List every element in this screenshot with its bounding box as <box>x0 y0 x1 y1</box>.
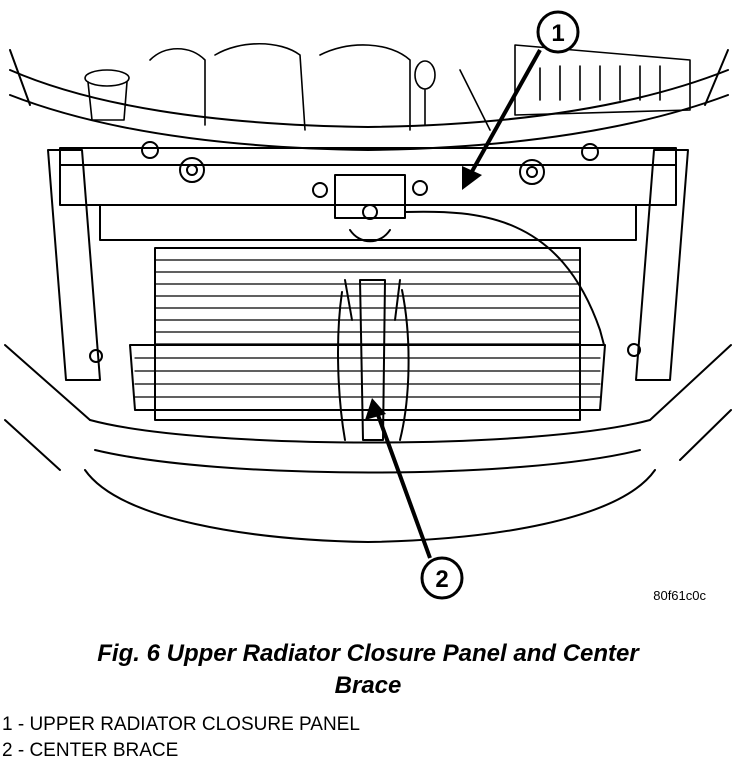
line-drawing-figure: 1 2 80f61c0c <box>4 10 732 603</box>
arrowhead-icon <box>365 398 386 420</box>
figure-code: 80f61c0c <box>653 588 706 603</box>
lower-fascia <box>4 344 732 543</box>
callout-2: 2 <box>365 398 464 600</box>
center-brace <box>337 210 605 441</box>
hood-latch <box>312 174 428 243</box>
upper-radiator-closure-panel <box>59 141 677 241</box>
engine-components <box>84 42 691 131</box>
legend-item: 1 - UPPER RADIATOR CLOSURE PANEL <box>2 714 360 735</box>
legend-list: 1 - UPPER RADIATOR CLOSURE PANEL 2 - CEN… <box>2 712 360 764</box>
caption-line-2: Brace <box>334 672 402 699</box>
callout-1: 1 <box>462 10 580 190</box>
hood-opening-outline <box>9 49 729 151</box>
legend-item: 2 - CENTER BRACE <box>2 740 179 761</box>
callout-2-number: 2 <box>435 566 448 593</box>
radiator-illustration: 1 2 80f61c0c <box>4 10 732 603</box>
figure-caption: Fig. 6 Upper Radiator Closure Panel and … <box>0 638 736 702</box>
callout-1-number: 1 <box>551 20 564 47</box>
caption-line-1: Fig. 6 Upper Radiator Closure Panel and … <box>97 640 639 667</box>
radiator-core <box>129 247 606 421</box>
side-supports <box>47 149 689 381</box>
arrowhead-icon <box>462 166 482 190</box>
